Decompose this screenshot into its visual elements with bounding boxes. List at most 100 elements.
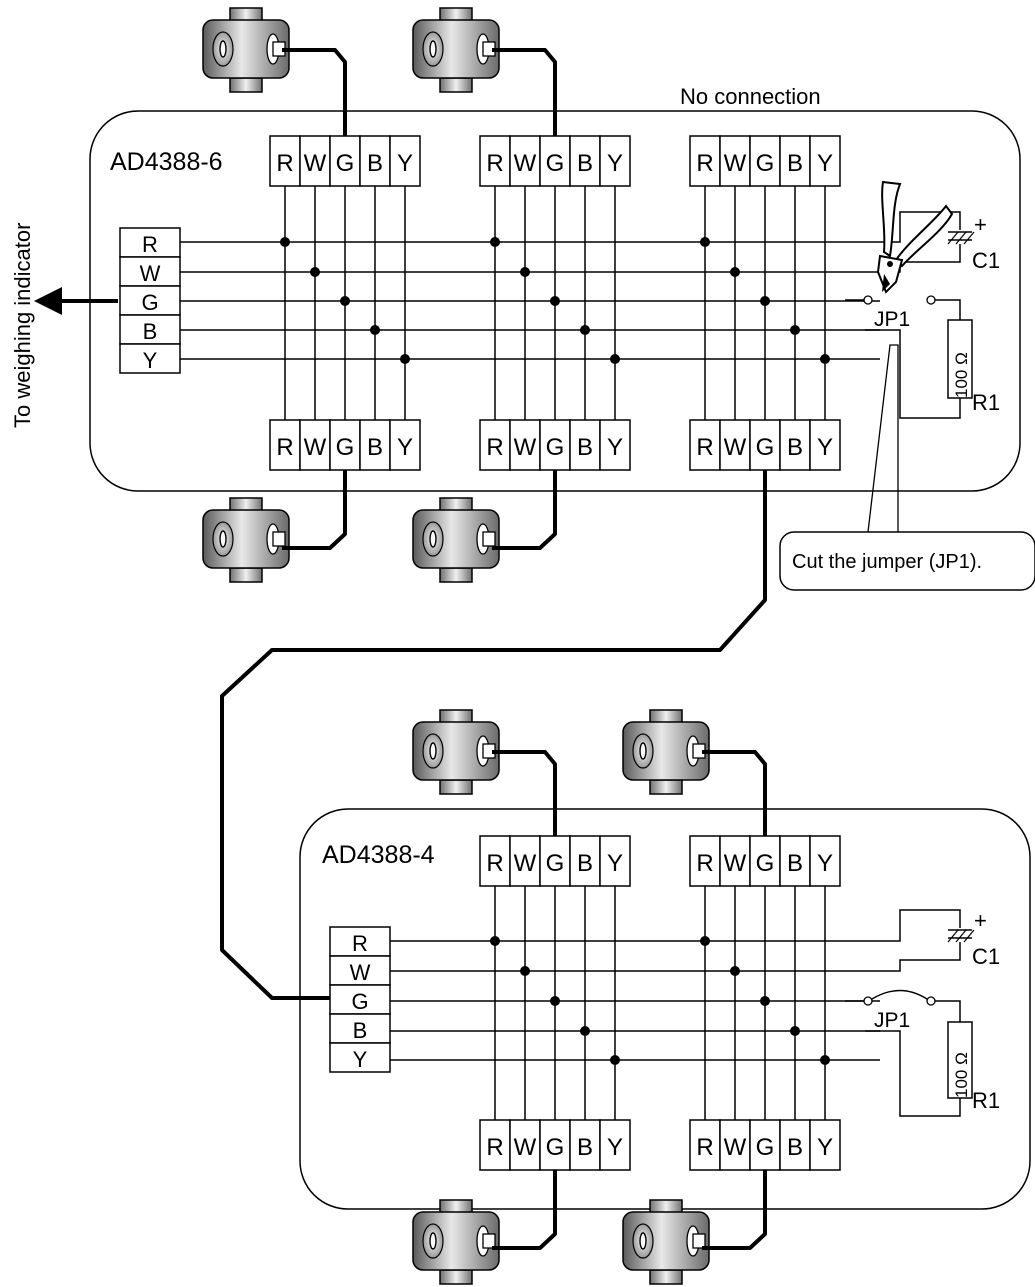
load-cell-cable (492, 750, 557, 836)
capacitor-label: C1 (972, 944, 1000, 969)
junction-dot (550, 996, 560, 1006)
junction-dot (520, 267, 530, 277)
board-bottom-components: + C1 JP1 100 Ω R1 (845, 908, 1000, 1117)
terminal-cell (809, 419, 841, 471)
terminal-letter: G (756, 1134, 775, 1161)
junction-dot (490, 237, 500, 247)
junction-dot (580, 325, 590, 335)
terminal-cell (539, 1119, 571, 1171)
connector-cell (329, 1042, 391, 1073)
terminal-cell (599, 135, 631, 187)
terminal-letter: B (577, 150, 593, 177)
terminal-letter: Y (607, 434, 623, 461)
terminal-letter: W (514, 850, 537, 877)
terminal-letter: R (696, 850, 713, 877)
terminal-letter: W (724, 150, 747, 177)
load-cell-icon (202, 497, 290, 583)
connector-letter: W (350, 960, 371, 985)
junction-dot (730, 966, 740, 976)
terminal-letter: G (336, 434, 355, 461)
terminal-letter: Y (817, 850, 833, 877)
terminal-cell (719, 835, 751, 887)
board-top-components: + C1 JP1 100 Ω R1 (845, 211, 1000, 419)
terminal-cell (479, 419, 511, 471)
terminal-letter: G (756, 150, 775, 177)
board-title-top: AD4388-6 (110, 148, 223, 176)
terminal-letter: W (514, 434, 537, 461)
capacitor-label: C1 (972, 248, 1000, 273)
terminal-cell (749, 135, 781, 187)
terminal-letter: B (577, 434, 593, 461)
load-cell-cable (702, 750, 767, 836)
terminal-cell (569, 835, 601, 887)
connector-cell (119, 314, 181, 345)
terminal-cell (599, 835, 631, 887)
terminal-letter: G (546, 434, 565, 461)
connector-letter: R (352, 931, 368, 956)
junction-dot (700, 237, 710, 247)
connector-letter: Y (143, 348, 158, 373)
connector-letter: B (143, 319, 158, 344)
junction-dot (820, 1055, 830, 1065)
jumper-callout: Cut the jumper (JP1). (779, 344, 1035, 591)
terminal-cell (719, 419, 751, 471)
nippers-icon (876, 180, 954, 294)
terminal-letter: G (756, 434, 775, 461)
load-cell-cable (492, 470, 557, 550)
terminal-cell (269, 135, 301, 187)
jumper-left-pad (863, 295, 873, 305)
terminal-letter: B (577, 1134, 593, 1161)
board-bottom-outline (299, 808, 1031, 1210)
junction-dot (610, 354, 620, 364)
resistor-body (947, 1021, 973, 1099)
junction-dot (370, 325, 380, 335)
terminal-letter: Y (607, 1134, 623, 1161)
terminal-letter: Y (817, 150, 833, 177)
terminal-cell (269, 419, 301, 471)
junction-dot (400, 354, 410, 364)
load-cell-icon (412, 497, 500, 583)
connector-letter: B (353, 1018, 368, 1043)
junction-dot (610, 1055, 620, 1065)
terminal-letter: R (276, 150, 293, 177)
terminal-letter: R (486, 434, 503, 461)
terminal-letter: R (486, 1134, 503, 1161)
junction-dot (760, 996, 770, 1006)
terminal-cell (569, 135, 601, 187)
load-cell-icon (622, 1199, 710, 1285)
connector-letter: G (141, 290, 158, 315)
terminal-letter: B (787, 1134, 803, 1161)
terminal-letter: W (514, 150, 537, 177)
terminal-letter: Y (397, 150, 413, 177)
indicator-label: To weighing indicator (10, 223, 35, 428)
terminal-letter: G (756, 850, 775, 877)
terminal-letter: B (367, 434, 383, 461)
terminal-cell (329, 135, 361, 187)
connector-letter: R (142, 232, 158, 257)
terminal-letter: Y (817, 1134, 833, 1161)
terminal-cell (569, 1119, 601, 1171)
terminal-cell (509, 1119, 541, 1171)
terminal-cell (689, 135, 721, 187)
board-title-bottom: AD4388-4 (322, 841, 435, 869)
terminal-cell (299, 419, 331, 471)
terminal-cell (599, 419, 631, 471)
terminal-cell (779, 1119, 811, 1171)
load-cell-icon (412, 709, 500, 795)
terminal-letter: B (787, 150, 803, 177)
terminal-letter: B (577, 850, 593, 877)
terminal-letter: B (787, 434, 803, 461)
terminal-letter: B (787, 850, 803, 877)
terminal-cell (539, 419, 571, 471)
terminal-letter: G (546, 1134, 565, 1161)
jumper-left-pad (863, 996, 873, 1006)
terminal-letter: G (546, 150, 565, 177)
capacitor-polarity: + (974, 212, 987, 237)
